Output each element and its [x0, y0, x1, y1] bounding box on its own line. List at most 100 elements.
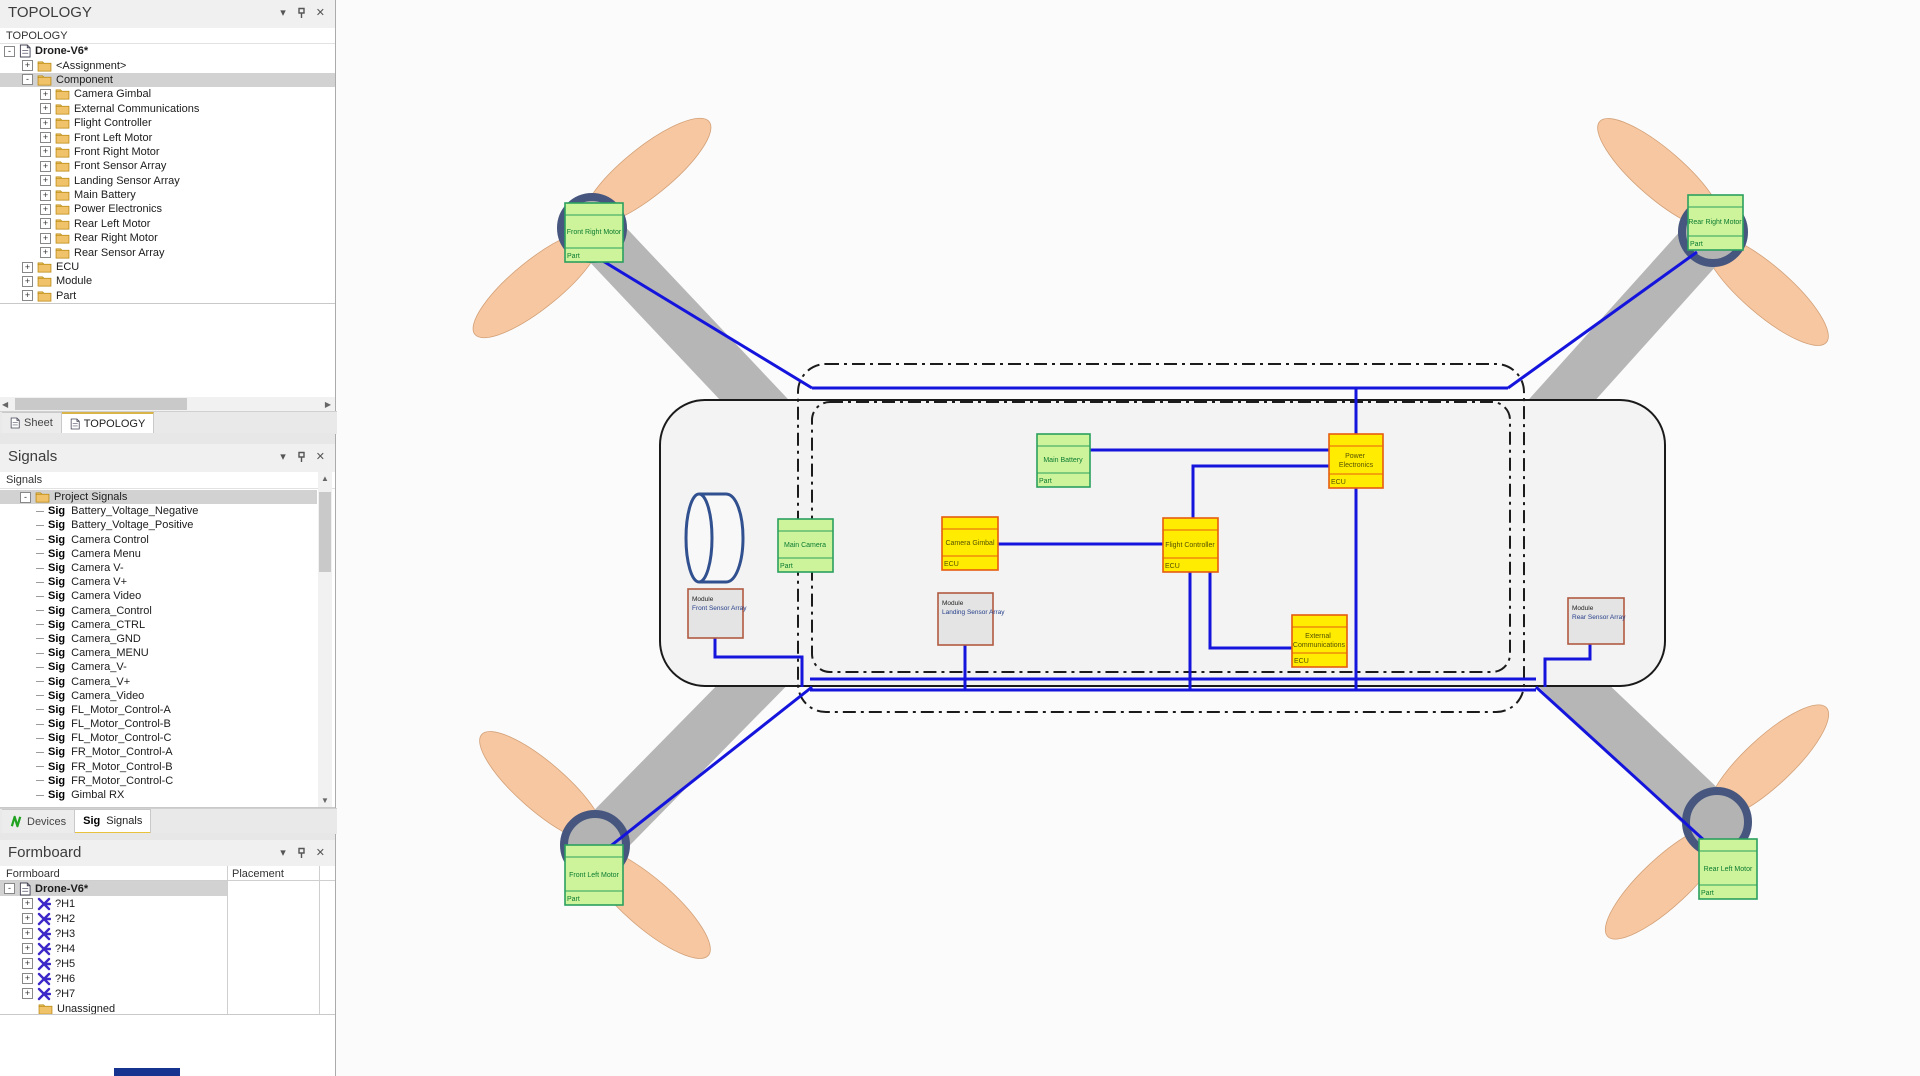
node-rear-left-motor[interactable]: Rear Left Motor Part — [1698, 838, 1758, 900]
topology-tree-item[interactable]: + Rear Sensor Array — [0, 245, 335, 259]
expander-icon[interactable]: - — [4, 45, 15, 57]
topology-tree-item[interactable]: + Landing Sensor Array — [0, 174, 335, 188]
expander-icon[interactable]: + — [40, 160, 51, 172]
signal-item[interactable]: Sig Camera_MENU — [0, 646, 317, 660]
topology-tree-item[interactable]: + <Assignment> — [0, 58, 335, 72]
topology-tree-item[interactable]: + Front Sensor Array — [0, 159, 335, 173]
signals-vscrollbar[interactable]: ▲ ▼ — [318, 472, 332, 807]
signal-item[interactable]: Sig Camera_V- — [0, 660, 317, 674]
pin-icon[interactable] — [295, 7, 307, 19]
signal-item[interactable]: Sig FR_Motor_Control-B — [0, 760, 317, 774]
tab-signals[interactable]: Sig Signals — [75, 809, 152, 834]
node-main-camera[interactable]: Main Camera Part — [777, 518, 834, 573]
node-front-sensor-array[interactable]: Module Front Sensor Array — [687, 588, 747, 639]
node-rear-right-motor[interactable]: Rear Right Motor Part — [1687, 194, 1744, 251]
signal-item[interactable]: Sig Camera_GND — [0, 632, 317, 646]
topology-tree-item[interactable]: + External Communications — [0, 102, 335, 116]
expander-icon[interactable]: + — [40, 247, 51, 259]
close-icon[interactable]: ✕ — [315, 451, 325, 463]
expander-icon[interactable]: + — [22, 261, 33, 273]
node-rear-sensor-array[interactable]: Module Rear Sensor Array — [1567, 597, 1626, 645]
formboard-harness-item[interactable]: + ?H3 — [0, 926, 335, 941]
signal-item[interactable]: Sig FR_Motor_Control-A — [0, 745, 317, 759]
expander-icon[interactable]: + — [40, 175, 51, 187]
formboard-harness-item[interactable]: + ?H4 — [0, 941, 335, 956]
node-landing-sensor-array[interactable]: Module Landing Sensor Array — [937, 592, 1005, 646]
close-icon[interactable]: ✕ — [315, 7, 325, 19]
expander-icon[interactable]: + — [22, 290, 33, 302]
expander-icon[interactable]: + — [40, 132, 51, 144]
signal-item[interactable]: Sig Camera Menu — [0, 547, 317, 561]
expander-icon[interactable]: + — [22, 898, 33, 909]
topology-tree-item[interactable]: + Part — [0, 289, 335, 303]
node-power-electronics[interactable]: Power Electronics ECU — [1328, 433, 1384, 489]
expander-icon[interactable]: + — [22, 943, 33, 954]
topology-tree-item[interactable]: + Rear Right Motor — [0, 231, 335, 245]
topology-tree-item[interactable]: + Camera Gimbal — [0, 87, 335, 101]
formboard-harness-item[interactable]: + ?H6 — [0, 971, 335, 986]
expander-icon[interactable]: + — [40, 203, 51, 215]
formboard-root-drone[interactable]: - Drone-V6* — [0, 881, 227, 896]
signal-item[interactable]: Sig FL_Motor_Control-C — [0, 731, 317, 745]
topology-tree-item[interactable]: + Module — [0, 274, 335, 288]
expander-icon[interactable]: + — [40, 146, 51, 158]
expander-icon[interactable]: + — [40, 88, 51, 100]
expander-icon[interactable]: + — [22, 958, 33, 969]
node-external-communications[interactable]: External Communications ECU — [1291, 614, 1348, 668]
expander-icon[interactable]: + — [22, 60, 33, 72]
topology-tree-item[interactable]: + Main Battery — [0, 188, 335, 202]
signal-item[interactable]: Sig FL_Motor_Control-B — [0, 717, 317, 731]
expander-icon[interactable]: + — [22, 988, 33, 999]
expander-icon[interactable]: + — [22, 913, 33, 924]
formboard-harness-item[interactable]: + ?H2 — [0, 911, 335, 926]
signal-item[interactable]: Sig Gimbal RX — [0, 788, 317, 802]
expander-icon[interactable]: - — [4, 883, 15, 894]
pin-icon[interactable] — [295, 451, 307, 463]
formboard-unassigned[interactable]: Unassigned — [0, 1001, 335, 1016]
tab-devices[interactable]: Devices — [2, 809, 76, 834]
panel-menu-icon[interactable]: ▾ — [280, 451, 286, 463]
close-icon[interactable]: ✕ — [315, 847, 325, 859]
topology-tree-item[interactable]: + Front Right Motor — [0, 145, 335, 159]
formboard-harness-item[interactable]: + ?H7 — [0, 986, 335, 1001]
signal-item[interactable]: Sig Camera V- — [0, 561, 317, 575]
topology-tree-item[interactable]: + Power Electronics — [0, 202, 335, 216]
expander-icon[interactable]: - — [22, 74, 33, 86]
formboard-harness-item[interactable]: + ?H5 — [0, 956, 335, 971]
panel-menu-icon[interactable]: ▾ — [280, 847, 286, 859]
expander-icon[interactable]: + — [22, 928, 33, 939]
panel-menu-icon[interactable]: ▾ — [280, 7, 286, 19]
signal-item[interactable]: Sig Camera V+ — [0, 575, 317, 589]
signal-item[interactable]: Sig Camera_Control — [0, 604, 317, 618]
signal-item[interactable]: Sig Camera Video — [0, 589, 317, 603]
signal-item[interactable]: Sig Battery_Voltage_Positive — [0, 518, 317, 532]
node-front-left-motor[interactable]: Front Left Motor Part — [564, 844, 624, 906]
topology-tree-item[interactable]: + ECU — [0, 260, 335, 274]
topology-tree-item[interactable]: + Flight Controller — [0, 116, 335, 130]
topology-tree-item[interactable]: + Rear Left Motor — [0, 217, 335, 231]
signals-group-row[interactable]: - Project Signals — [0, 490, 317, 505]
node-flight-controller[interactable]: Flight Controller ECU — [1162, 517, 1219, 573]
tab-topology[interactable]: TOPOLOGY — [61, 412, 155, 434]
formboard-harness-item[interactable]: + ?H1 — [0, 896, 335, 911]
pin-icon[interactable] — [295, 847, 307, 859]
signal-item[interactable]: Sig FR_Motor_Control-C — [0, 774, 317, 788]
tab-sheet[interactable]: Sheet — [2, 412, 62, 434]
harness-wires[interactable] — [597, 250, 1708, 850]
expander-icon[interactable]: + — [22, 973, 33, 984]
expander-icon[interactable]: - — [20, 491, 31, 503]
expander-icon[interactable]: + — [22, 275, 33, 287]
expander-icon[interactable]: + — [40, 218, 51, 230]
signal-item[interactable]: Sig FL_Motor_Control-A — [0, 703, 317, 717]
signal-item[interactable]: Sig Camera Control — [0, 533, 317, 547]
signal-item[interactable]: Sig Battery_Voltage_Negative — [0, 504, 317, 518]
expander-icon[interactable]: + — [40, 232, 51, 244]
expander-icon[interactable]: + — [40, 189, 51, 201]
signal-item[interactable]: Sig Camera_CTRL — [0, 618, 317, 632]
node-main-battery[interactable]: Main Battery Part — [1036, 433, 1091, 488]
topology-tree-item[interactable]: - Component — [0, 72, 335, 88]
node-camera-gimbal[interactable]: Camera Gimbal ECU — [941, 516, 999, 571]
topology-tree-item[interactable]: + Front Left Motor — [0, 130, 335, 144]
node-front-right-motor[interactable]: Front Right Motor Part — [564, 202, 624, 263]
